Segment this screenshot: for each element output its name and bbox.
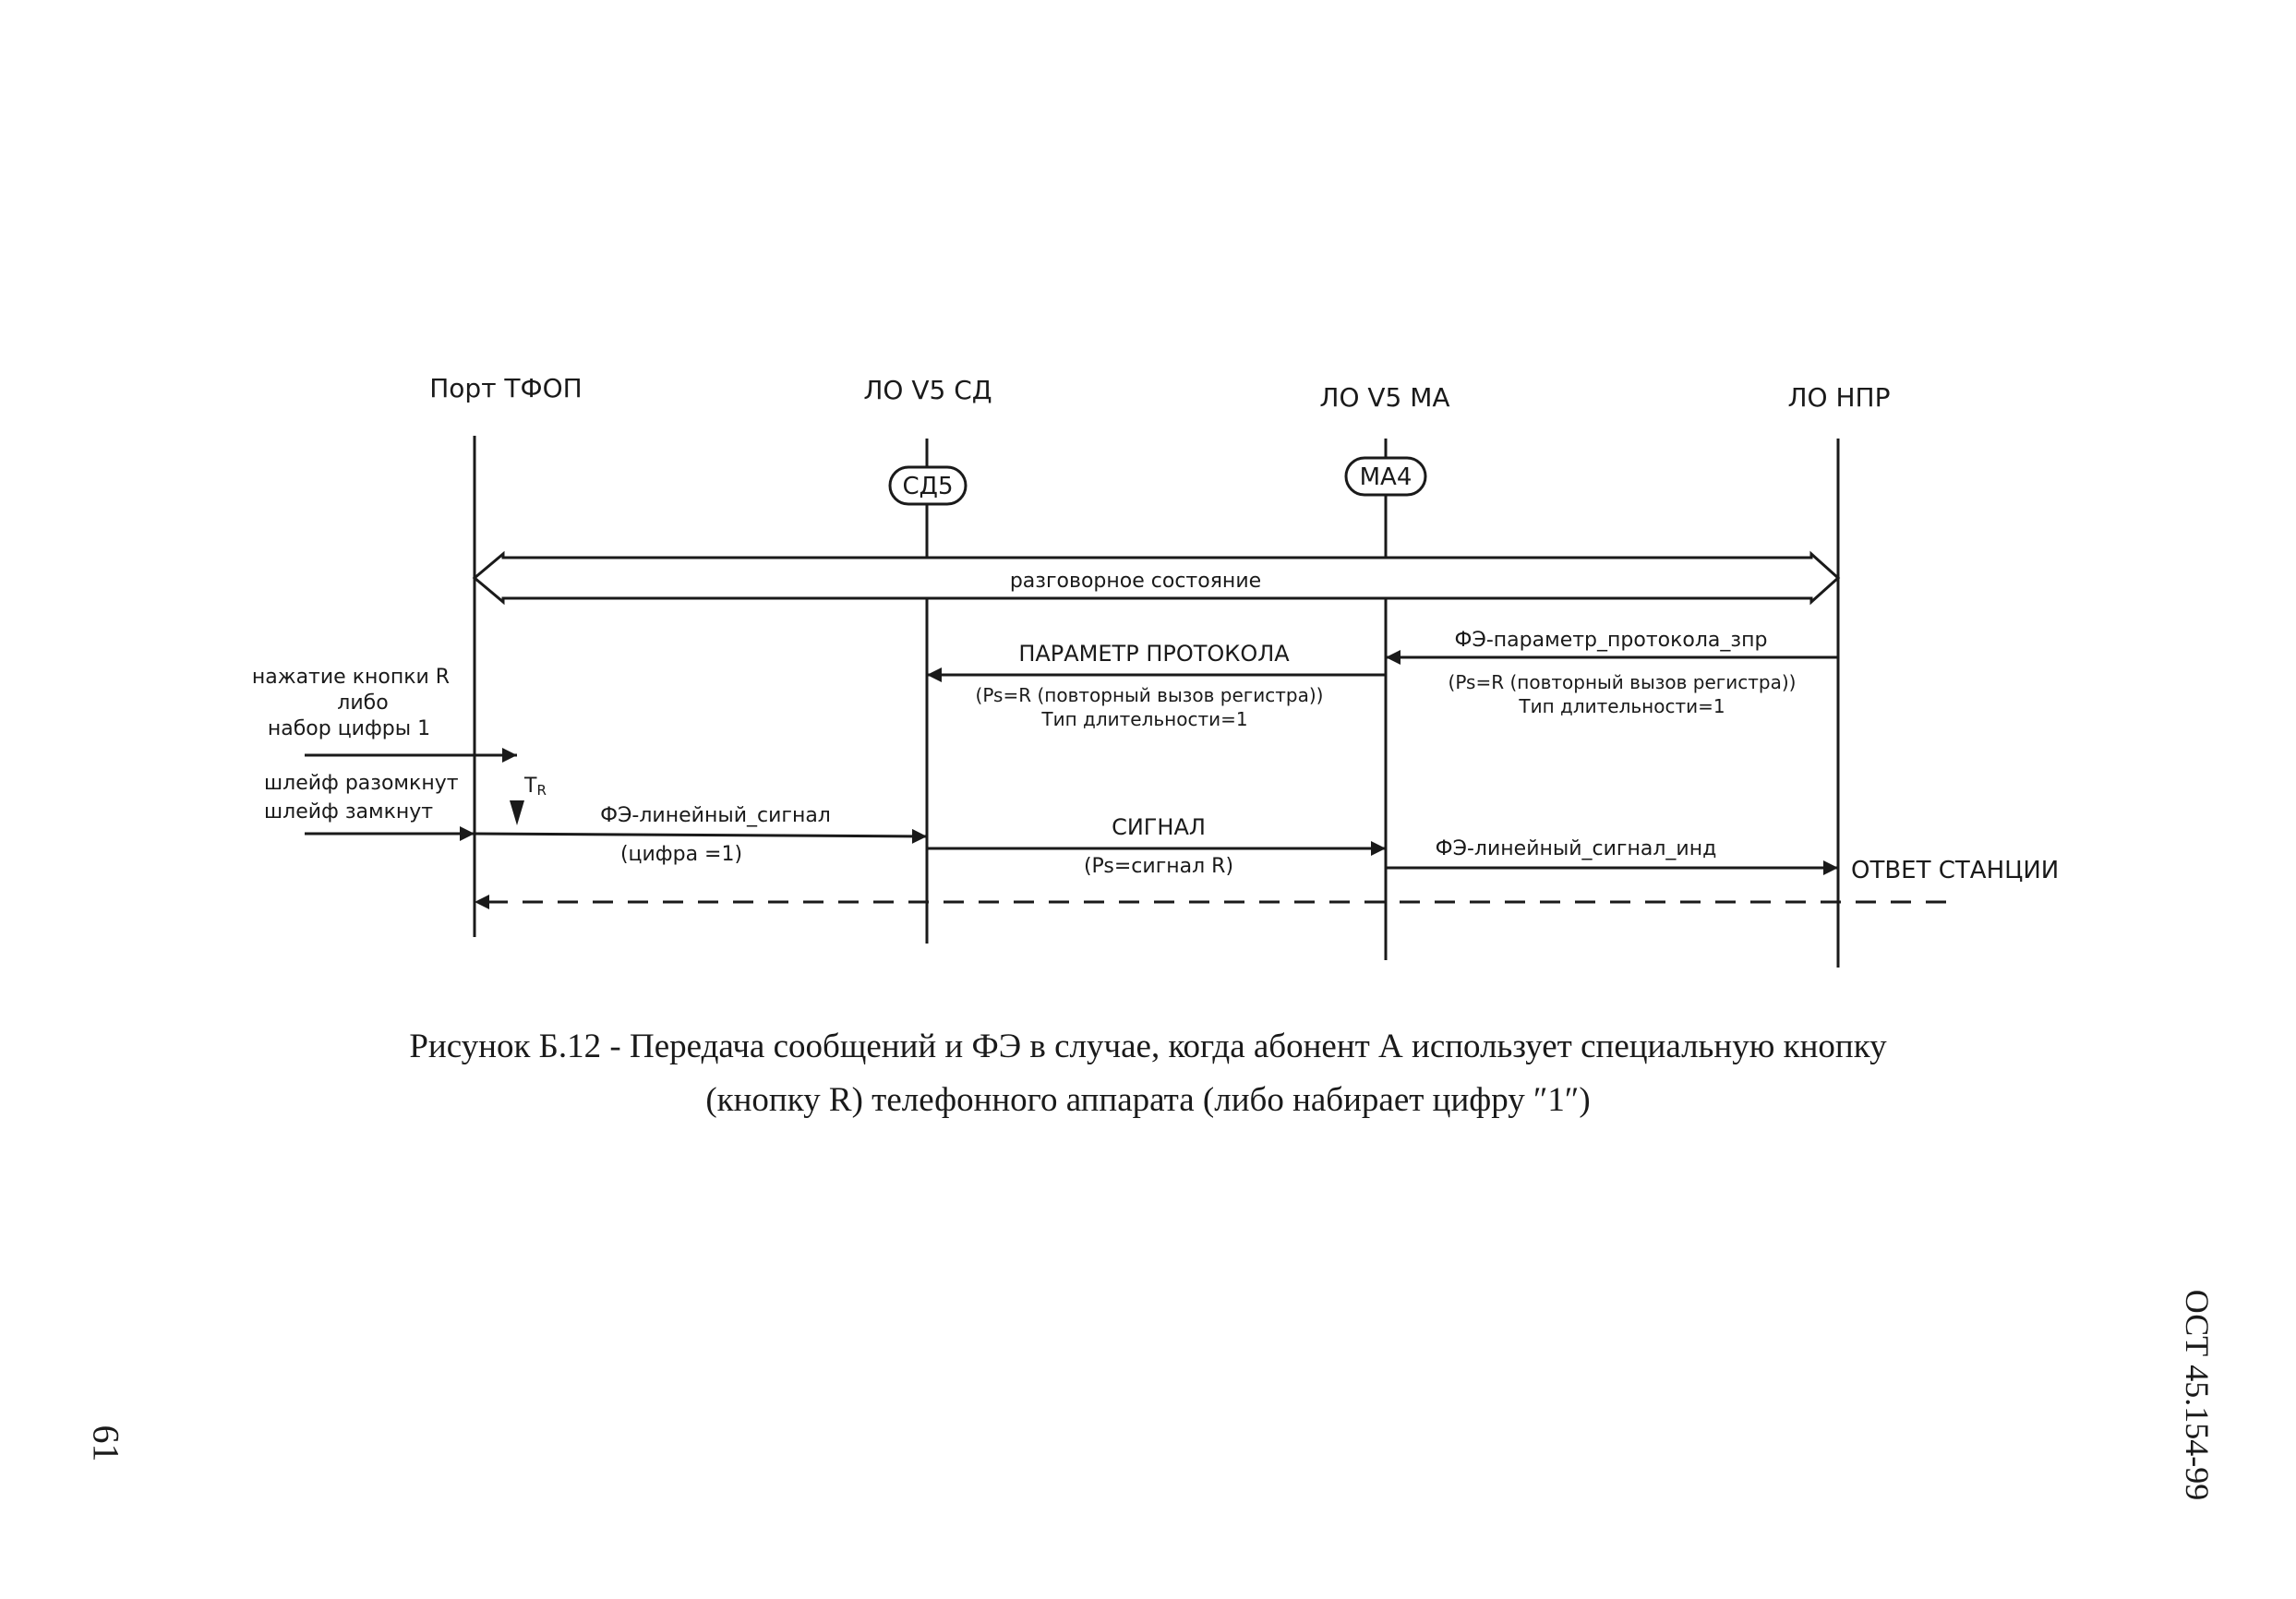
msg-fe-param-detail1: (Ps=R (повторный вызов регистра)): [1449, 671, 1797, 693]
state-box-ma: [1344, 456, 1427, 497]
label-loop-closed: шлейф замкнут: [264, 800, 433, 824]
msg-param-detail1: (Ps=R (повторный вызов регистра)): [976, 684, 1324, 706]
conversation-state-label: разговорное состояние: [1010, 570, 1261, 593]
document-code: ОСТ 45.154-99: [2179, 1289, 2216, 1501]
msg-param-detail2: Тип длительности=1: [1040, 708, 1247, 730]
conversation-state-arrow: [472, 550, 1841, 606]
label-loop-open: шлейф разомкнут: [264, 772, 459, 795]
label-or: либо: [337, 691, 388, 715]
state-label-sd: СД5: [902, 473, 953, 500]
msg-param-protocol: ПАРАМЕТР ПРОТОКОЛА: [1018, 641, 1290, 667]
lifeline-title-lo-v5-sd: ЛО V5 СД: [863, 375, 992, 405]
arrow-fe-line-signal: [474, 828, 928, 844]
msg-signal: СИГНАЛ: [1112, 814, 1206, 840]
msg-fe-line-signal: ФЭ-линейный_сигнал: [600, 804, 831, 827]
timer-label: TR: [523, 775, 547, 799]
msg-fe-param-detail2: Тип длительности=1: [1518, 695, 1725, 717]
state-box-sd: [888, 465, 968, 506]
msg-fe-param-req: ФЭ-параметр_протокола_зпр: [1455, 629, 1768, 652]
timer-marker: [510, 800, 524, 825]
page-number: 61: [85, 1425, 127, 1462]
figure-caption-line1: Рисунок Б.12 - Передача сообщений и ФЭ в…: [409, 1028, 1887, 1065]
lifeline-title-pstn-port: Порт ТФОП: [429, 373, 582, 403]
figure-caption-line2: (кнопку R) телефонного аппарата (либо на…: [705, 1081, 1591, 1119]
lifeline-title-lo-npr: ЛО НПР: [1788, 382, 1891, 413]
msg-fe-line-signal-ind: ФЭ-линейный_сигнал_инд: [1436, 837, 1717, 860]
label-press-r: нажатие кнопки R: [252, 666, 450, 689]
state-label-ma: МА4: [1360, 463, 1412, 491]
msg-signal-detail: (Ps=сигнал R): [1084, 855, 1233, 878]
label-dial-1: набор цифры 1: [268, 717, 430, 740]
msg-fe-line-signal-detail: (цифра =1): [620, 843, 742, 866]
lifeline-title-lo-v5-ma: ЛО V5 МА: [1319, 382, 1449, 413]
msg-station-answer: ОТВЕТ СТАНЦИИ: [1851, 857, 2059, 884]
